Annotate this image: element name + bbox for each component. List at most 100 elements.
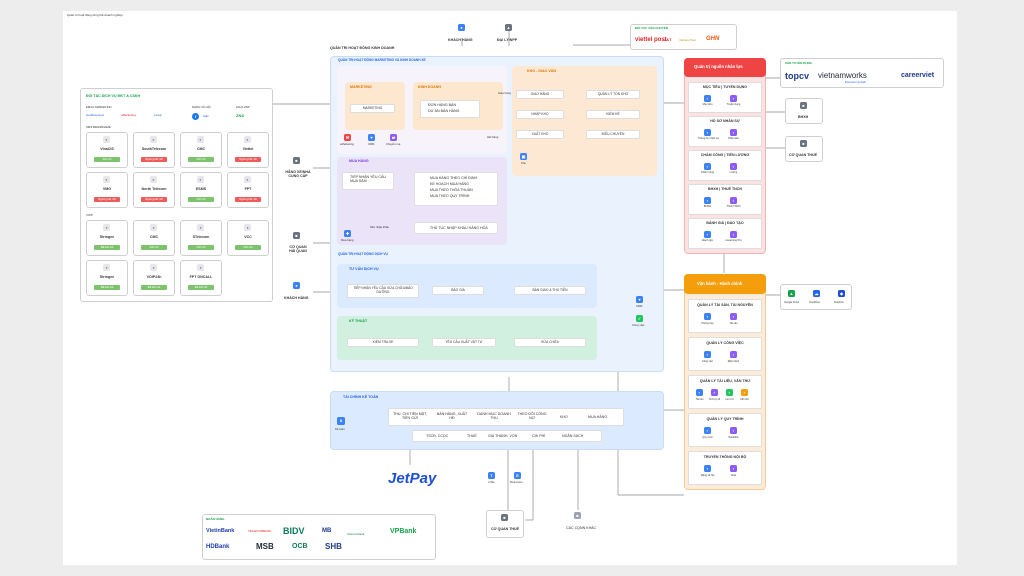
voip-status[interactable]: Kết nối bbox=[188, 245, 214, 250]
admin-app-icon[interactable]: ▪ bbox=[730, 313, 737, 320]
wh-delivery[interactable]: GIAO HÀNG bbox=[516, 90, 564, 99]
service-task-icon[interactable]: ✓ bbox=[636, 315, 643, 322]
customs-box[interactable] bbox=[414, 222, 498, 234]
finance-r2-1[interactable]: TSCĐ, CCDC bbox=[426, 434, 449, 438]
hr-app-icon[interactable]: ▪ bbox=[730, 129, 737, 136]
hr-app-icon[interactable]: ▪ bbox=[730, 231, 737, 238]
admin-app-icon[interactable]: ▪ bbox=[730, 351, 737, 358]
purchase-list-box bbox=[414, 172, 498, 206]
hr-section-title: HỒ SƠ NHÂN SỰ bbox=[710, 119, 740, 123]
finance-r1-1[interactable]: THU, CHI TIỀN MẶT, TIỀN GỬI bbox=[393, 412, 427, 421]
tech-item-3[interactable]: SỬA CHỮA bbox=[514, 338, 586, 347]
finance-r1-6[interactable]: MUA HÀNG bbox=[588, 415, 608, 419]
hr-app-icon[interactable]: ▪ bbox=[704, 129, 711, 136]
admin-section bbox=[688, 337, 762, 371]
hr-section bbox=[688, 150, 762, 181]
finance-r2-4[interactable]: CHI PHÍ bbox=[532, 434, 546, 438]
accounting-app-icon[interactable]: $ bbox=[337, 417, 345, 425]
sms-status[interactable]: Ngừng kết nối bbox=[235, 157, 261, 162]
shipping-card bbox=[630, 24, 737, 50]
warehouse-app-icon[interactable]: ▣ bbox=[520, 153, 527, 160]
finance-r1-3[interactable]: DANH MỤC DOANH THU bbox=[477, 412, 511, 421]
hr-app-icon[interactable]: ▪ bbox=[704, 231, 711, 238]
wh-app: Kho bbox=[521, 161, 526, 165]
email-logo-3: Lotsa bbox=[154, 113, 162, 117]
purchase-item-1[interactable]: MUA HÀNG THEO CHỈ ĐỊNH bbox=[430, 176, 478, 180]
finance-r2-3[interactable]: GIÁ THÀNH, VỐN bbox=[488, 434, 518, 438]
voip-status[interactable]: Kết nối bbox=[141, 245, 167, 250]
sms-logo-icon: ◐ bbox=[244, 136, 251, 143]
admin-app-icon[interactable]: ▪ bbox=[696, 389, 703, 396]
consult-item-2[interactable]: BÁO GIÁ bbox=[432, 286, 484, 295]
customs-office-icon: ■ bbox=[293, 232, 300, 239]
hr-app-label: Thông tin nhân sự bbox=[698, 137, 720, 140]
hr-title: Quản trị nguồn nhân lực bbox=[694, 64, 743, 69]
admin-app-label: Chữ ký số bbox=[708, 398, 721, 401]
sms-status[interactable]: Kết nối bbox=[188, 197, 214, 202]
wh-outbound[interactable]: XUẤT KHO bbox=[516, 130, 564, 139]
sales-box[interactable] bbox=[420, 100, 480, 118]
hr-app-icon[interactable]: ▪ bbox=[704, 197, 711, 204]
sms-status[interactable]: Kết nối bbox=[94, 157, 120, 162]
consult-item-1[interactable]: TIẾP NHẬN YÊU CẦU SỬA CHỮA/BẢO DƯỠNG bbox=[347, 284, 419, 298]
admin-app-icon[interactable]: ▪ bbox=[711, 389, 718, 396]
admin-app-icon[interactable]: ▪ bbox=[704, 313, 711, 320]
hr-app-icon[interactable]: ▪ bbox=[730, 95, 737, 102]
admin-app-icon[interactable]: ▪ bbox=[726, 389, 733, 396]
hr-app-icon[interactable]: ▪ bbox=[704, 163, 711, 170]
admin-app-icon[interactable]: ▪ bbox=[741, 389, 748, 396]
marketing-box[interactable]: MARKETING bbox=[350, 104, 395, 113]
voip-status[interactable]: Đã kết nối bbox=[188, 285, 214, 290]
sms-card[interactable] bbox=[86, 132, 128, 168]
purchase-request[interactable] bbox=[342, 172, 394, 190]
voip-status[interactable]: Đã kết nối bbox=[94, 245, 120, 250]
voip-status[interactable]: Đã kết nối bbox=[141, 285, 167, 290]
tech-label: KỸ THUẬT bbox=[349, 319, 368, 323]
emarketing-icon[interactable]: ✉ bbox=[344, 134, 351, 141]
voip-status[interactable]: Đã kết nối bbox=[94, 285, 120, 290]
consult-item-3[interactable]: BÀN GIAO & THU TIỀN bbox=[514, 286, 586, 295]
wh-transfer[interactable]: ĐIỀU CHUYỂN bbox=[586, 130, 640, 139]
hr-app-icon[interactable]: ▪ bbox=[730, 163, 737, 170]
hr-app-icon[interactable]: ▪ bbox=[730, 197, 737, 204]
voip-logo-icon: ◑ bbox=[103, 264, 110, 271]
finance-r2-5[interactable]: NGÂN SÁCH bbox=[562, 434, 584, 438]
admin-app-icon[interactable]: ▪ bbox=[704, 465, 711, 472]
purchase-app-icon[interactable]: ✚ bbox=[344, 230, 351, 237]
mtax-icon[interactable]: T bbox=[488, 472, 495, 479]
customer-icon: ● bbox=[458, 24, 465, 31]
finance-r2-2[interactable]: THUẾ bbox=[467, 434, 477, 438]
admin-app-icon[interactable]: ▪ bbox=[730, 427, 737, 434]
crm-icon[interactable]: ♥ bbox=[368, 134, 375, 141]
sales-item-1: ĐƠN HÀNG BÁN bbox=[428, 103, 457, 107]
finance-r1-5[interactable]: KHO bbox=[560, 415, 568, 419]
tax-node-label: CƠ QUAN THUẾ bbox=[789, 153, 818, 157]
admin-app-icon[interactable]: ▪ bbox=[730, 465, 737, 472]
admin-header bbox=[684, 274, 766, 294]
service-crm-icon[interactable]: ♥ bbox=[636, 296, 643, 303]
admin-app-icon[interactable]: ▪ bbox=[704, 351, 711, 358]
wh-inbound[interactable]: NHẬP KHO bbox=[516, 110, 564, 119]
purchase-item-2[interactable]: KẾ HOẠCH MUA HÀNG bbox=[430, 182, 469, 186]
sms-status[interactable]: Ngừng kết nối bbox=[141, 157, 167, 162]
meinvoice-icon[interactable]: E bbox=[514, 472, 521, 479]
finance-r1-2[interactable]: BÁN HÀNG, XUẤT HĐ bbox=[436, 412, 468, 421]
marketing-label: MARKETING bbox=[350, 85, 372, 89]
tech-item-2[interactable]: YÊU CẦU XUẤT VẬT TƯ bbox=[432, 338, 496, 347]
sms-status[interactable]: Ngừng kết nối bbox=[141, 197, 167, 202]
sms-status[interactable]: Kết nối bbox=[188, 157, 214, 162]
tech-item-1[interactable]: KIỂM TRA XE bbox=[347, 338, 419, 347]
wh-inventory[interactable]: KIỂM KÊ bbox=[586, 110, 640, 119]
purchase-item-4[interactable]: MUA THEO QUY TRÌNH bbox=[430, 194, 470, 198]
admin-app-label: Phòng họp bbox=[701, 322, 714, 325]
hr-app-icon[interactable]: ▪ bbox=[704, 95, 711, 102]
transfer-icon[interactable]: ⇄ bbox=[390, 134, 397, 141]
finance-r1-4[interactable]: THEO DÕI CÔNG NỢ bbox=[517, 412, 547, 421]
sms-status[interactable]: Ngừng kết nối bbox=[94, 197, 120, 202]
voip-status[interactable]: Kết nối bbox=[235, 245, 261, 250]
sms-status[interactable]: Ngừng kết nối bbox=[235, 197, 261, 202]
admin-app-icon[interactable]: ▪ bbox=[704, 427, 711, 434]
purchase-item-3[interactable]: MUA THEO THỎA THUẬN bbox=[430, 188, 473, 192]
wh-stock[interactable]: QUẢN LÝ TỒN KHO bbox=[586, 90, 640, 99]
cloud-onedrive: OneDrive bbox=[809, 301, 820, 304]
